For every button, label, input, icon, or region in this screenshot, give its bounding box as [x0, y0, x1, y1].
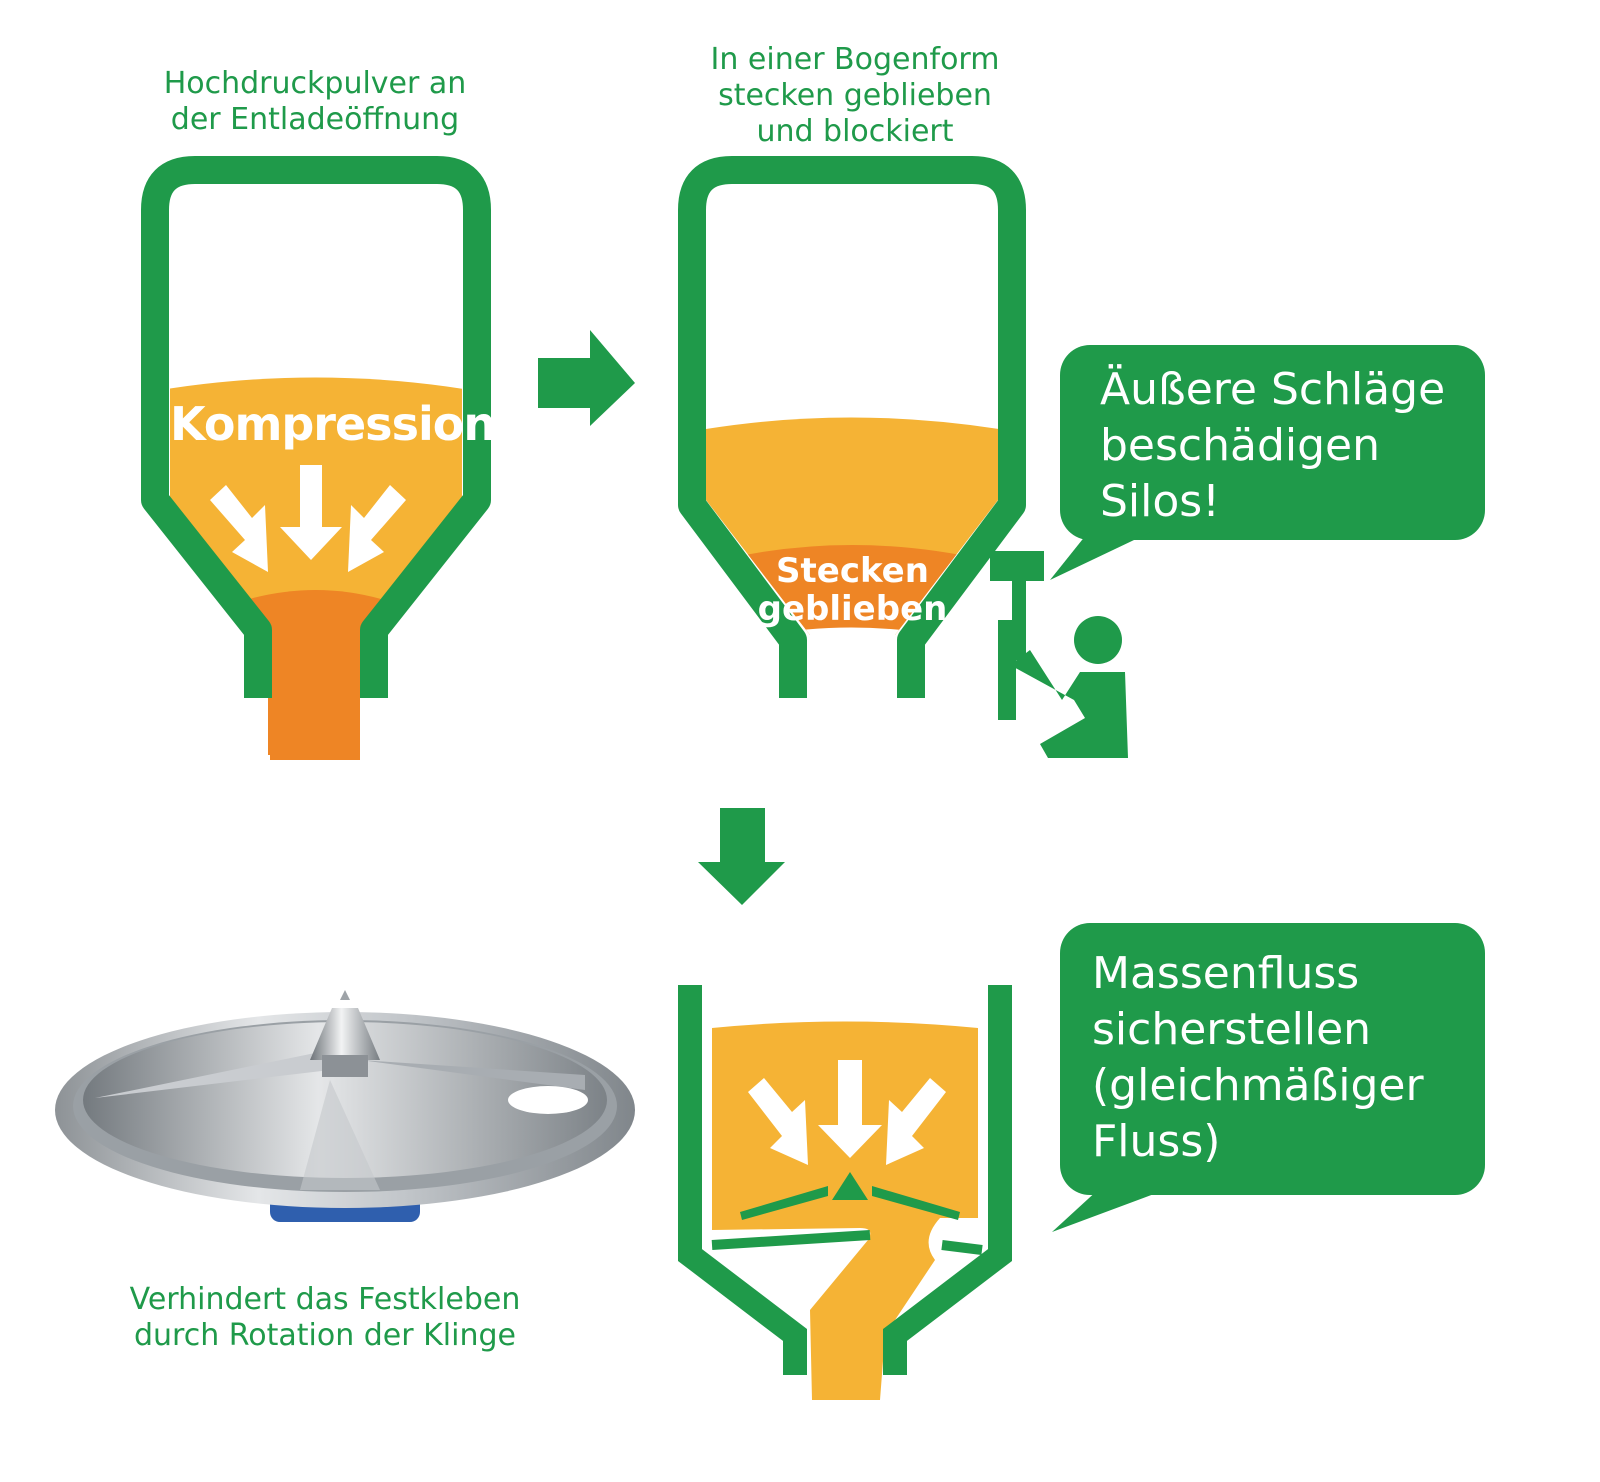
bubble-massflow-text: Massenfluss sicherstellen (gleichmäßiger… — [1092, 946, 1424, 1170]
walls-left — [678, 985, 807, 1375]
caption-compression: Hochdruckpulver an der Entladeöffnung — [120, 66, 510, 138]
bubble-line: (gleichmäßiger — [1092, 1060, 1424, 1111]
rotating-blade-icon — [740, 1172, 960, 1220]
bubble-line: Fluss) — [1092, 1116, 1221, 1167]
bubble-line: Silos! — [1100, 476, 1220, 527]
inner-wall-left — [711, 1230, 871, 1250]
bubble-line: sicherstellen — [1092, 1004, 1372, 1055]
label-line: Stecken — [776, 551, 929, 591]
caption-line: stecken geblieben — [718, 78, 992, 113]
label-line: geblieben — [757, 589, 948, 629]
caption-line: Hochdruckpulver an — [163, 66, 467, 101]
discharge-powder — [268, 640, 354, 755]
silo-wall — [141, 156, 491, 698]
walls-right — [883, 985, 1012, 1375]
silo-wall — [678, 156, 1026, 698]
caption-line: In einer Bogenform — [710, 42, 1000, 77]
bubble-line: Äußere Schläge — [1100, 364, 1446, 415]
bubble-line: beschädigen — [1100, 420, 1381, 471]
product-image — [55, 990, 635, 1222]
arch-gap — [706, 627, 998, 700]
caption-line: durch Rotation der Klinge — [133, 1318, 516, 1353]
arrow-down-icon — [698, 808, 785, 905]
caption-bridging: In einer Bogenform stecken geblieben und… — [660, 42, 1050, 150]
hammer-worker-icon — [990, 551, 1128, 758]
compression-arrows-icon — [748, 1060, 946, 1165]
arrow-right-icon — [538, 330, 635, 426]
inner-wall-right — [941, 1240, 983, 1255]
compression-arrows-icon — [210, 465, 406, 572]
bubble-line: Massenfluss — [1092, 948, 1360, 999]
label-stecken-geblieben: Stecken geblieben — [755, 552, 950, 628]
speech-bubble-damage — [1050, 345, 1485, 580]
caption-line: Verhindert das Festkleben — [129, 1282, 521, 1317]
silo-massflow — [678, 985, 1012, 1400]
caption-line: der Entladeöffnung — [170, 102, 460, 137]
caption-product: Verhindert das Festkleben durch Rotation… — [100, 1282, 550, 1354]
silo-compression — [141, 156, 491, 760]
caption-line: und blockiert — [756, 114, 954, 149]
label-kompression: Kompression — [170, 397, 496, 451]
speech-bubble-massflow — [1052, 923, 1485, 1232]
bubble-damage-text: Äußere Schläge beschädigen Silos! — [1100, 362, 1445, 530]
silo-bridging — [678, 156, 1026, 700]
